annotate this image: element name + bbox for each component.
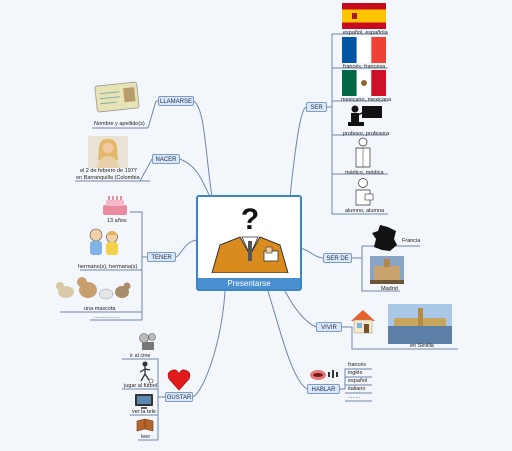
hablar-item-french: francés xyxy=(348,362,367,368)
gustar-item-cinema: ir al cine xyxy=(130,353,151,359)
central-title: Presentarse xyxy=(198,278,300,289)
tener-item-age: 13 años xyxy=(107,218,127,224)
television-icon xyxy=(135,394,153,409)
connector-ser-de xyxy=(299,247,324,259)
speaking-mouth-icon xyxy=(310,370,338,380)
nacer-caption-line2: en Barranquilla (Colombia xyxy=(76,175,140,181)
film-projector-icon xyxy=(139,333,156,350)
football-player-icon xyxy=(139,361,154,383)
vivir-caption: en Sevilla xyxy=(410,343,434,349)
baby-photo-icon xyxy=(88,136,128,168)
connector-llamarse xyxy=(193,100,213,198)
ser-item-spanish: español, española xyxy=(343,30,388,36)
node-tener[interactable]: TENER xyxy=(147,252,176,262)
mexico-flag-icon xyxy=(342,70,386,96)
ser-item-teacher: profesor, profesora xyxy=(343,131,390,137)
node-gustar[interactable]: GUSTAR xyxy=(165,392,193,402)
teacher-icon xyxy=(348,105,382,126)
hablar-item-english: inglés xyxy=(348,370,363,376)
tener-item-pet: una mascota xyxy=(84,306,116,312)
ser-de-item-france: Francia xyxy=(402,238,421,244)
spain-flag-icon xyxy=(342,3,386,29)
node-hablar[interactable]: HABLAR xyxy=(307,384,340,394)
connector-nacer xyxy=(179,158,211,198)
nacer-caption-line1: el 2 de febrero de 1977 xyxy=(80,168,137,174)
ser-item-student: alumno, alumna xyxy=(345,208,385,214)
gustar-item-football: jugar al fútbol xyxy=(124,383,158,389)
id-card-icon xyxy=(94,81,140,113)
ser-de-item-madrid: Madrid xyxy=(381,286,398,292)
hablar-item-more: ........ xyxy=(348,394,361,400)
connector-vivir xyxy=(284,290,317,328)
heart-icon xyxy=(167,369,191,391)
node-llamarse[interactable]: LLAMARSE xyxy=(158,96,194,106)
tener-item-more: ................. xyxy=(94,314,120,320)
llamarse-caption: Nombre y apellido(s) xyxy=(94,121,145,127)
student-icon xyxy=(355,178,374,206)
birthday-cake-icon xyxy=(103,196,127,215)
france-flag-icon xyxy=(342,37,386,63)
pets-icon xyxy=(56,277,131,300)
gustar-item-read: leer xyxy=(141,434,151,440)
tener-item-siblings: hermano(s), hermana(s) xyxy=(78,264,138,270)
ser-item-french: francés, francesa xyxy=(343,64,386,70)
central-node[interactable]: ? Presentarse xyxy=(196,195,302,291)
connector-hablar xyxy=(267,290,308,390)
hablar-item-spanish: español xyxy=(348,378,368,384)
node-ser-de[interactable]: SER DE xyxy=(323,253,352,263)
book-icon xyxy=(136,418,154,432)
madrid-building-icon xyxy=(370,256,404,284)
siblings-icon xyxy=(89,228,118,255)
doctor-icon xyxy=(355,137,371,168)
svg-text:?: ? xyxy=(241,203,259,236)
connector-gustar xyxy=(192,290,226,398)
ser-item-mexican: mexicano, mexicana xyxy=(341,97,392,103)
person-question-icon: ? xyxy=(202,201,298,273)
hablar-item-italian: italiano xyxy=(348,386,366,392)
connector-ser xyxy=(289,106,307,198)
france-map-icon xyxy=(372,225,397,251)
connector-tener xyxy=(175,239,199,258)
node-nacer[interactable]: NACER xyxy=(152,154,180,164)
gustar-item-tv: ver la tele xyxy=(132,409,156,415)
house-icon xyxy=(351,310,375,334)
node-vivir[interactable]: VIVIR xyxy=(316,322,342,332)
node-ser[interactable]: SER xyxy=(306,102,327,112)
seville-photo-icon xyxy=(388,304,452,344)
ser-item-doctor: médico, médica xyxy=(345,170,384,176)
